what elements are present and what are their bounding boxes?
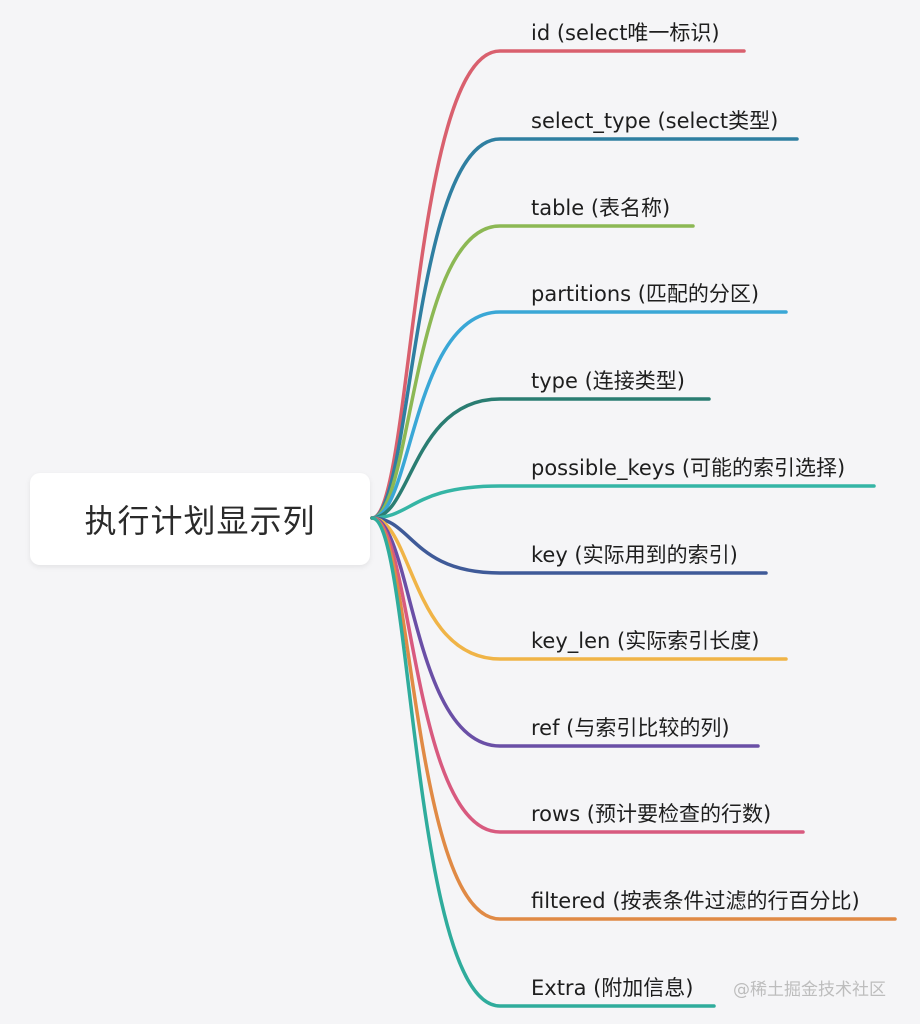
branch-edge bbox=[370, 224, 695, 520]
watermark: @稀土掘金技术社区 bbox=[733, 980, 886, 1000]
branch-label: key_len (实际索引长度) bbox=[531, 629, 760, 653]
branch-edge bbox=[370, 516, 768, 575]
branch-node-key[interactable]: key (实际用到的索引) bbox=[531, 542, 738, 568]
branch-label: Extra (附加信息) bbox=[531, 976, 694, 1000]
branch-node-key-len[interactable]: key_len (实际索引长度) bbox=[531, 628, 759, 654]
root-node[interactable]: 执行计划显示列 bbox=[30, 473, 370, 565]
branch-label: filtered (按表条件过滤的行百分比) bbox=[531, 889, 860, 913]
branch-edge bbox=[370, 397, 711, 520]
branch-node-possible-keys[interactable]: possible_keys (可能的索引选择) bbox=[531, 455, 845, 481]
branch-label: table (表名称) bbox=[531, 196, 671, 220]
branch-node-select-type[interactable]: select_type (select类型) bbox=[531, 108, 778, 134]
branch-edge bbox=[370, 516, 788, 661]
branch-node-rows[interactable]: rows (预计要检查的行数) bbox=[531, 801, 771, 827]
branch-label: rows (预计要检查的行数) bbox=[531, 802, 772, 826]
branch-edge bbox=[370, 137, 799, 520]
branch-label: ref (与索引比较的列) bbox=[531, 716, 730, 740]
branch-node-filtered[interactable]: filtered (按表条件过滤的行百分比) bbox=[531, 888, 860, 914]
branch-node-type[interactable]: type (连接类型) bbox=[531, 368, 685, 394]
branch-label: key (实际用到的索引) bbox=[531, 543, 738, 567]
root-node-label: 执行计划显示列 bbox=[84, 502, 316, 540]
branch-edge bbox=[370, 516, 760, 748]
branch-label: select_type (select类型) bbox=[531, 109, 779, 133]
branch-label: partitions (匹配的分区) bbox=[531, 282, 760, 306]
branch-node-partitions[interactable]: partitions (匹配的分区) bbox=[531, 281, 759, 307]
branch-node-extra[interactable]: Extra (附加信息) bbox=[531, 975, 694, 1001]
branch-label: type (连接类型) bbox=[531, 369, 685, 393]
branch-edge bbox=[370, 484, 876, 520]
branch-label: id (select唯一标识) bbox=[531, 21, 720, 45]
branch-node-ref[interactable]: ref (与索引比较的列) bbox=[531, 715, 730, 741]
branch-node-table[interactable]: table (表名称) bbox=[531, 195, 670, 221]
branch-node-id[interactable]: id (select唯一标识) bbox=[531, 20, 720, 46]
branch-edge bbox=[370, 310, 788, 520]
branch-edge bbox=[370, 516, 716, 1008]
branch-label: possible_keys (可能的索引选择) bbox=[531, 456, 846, 480]
